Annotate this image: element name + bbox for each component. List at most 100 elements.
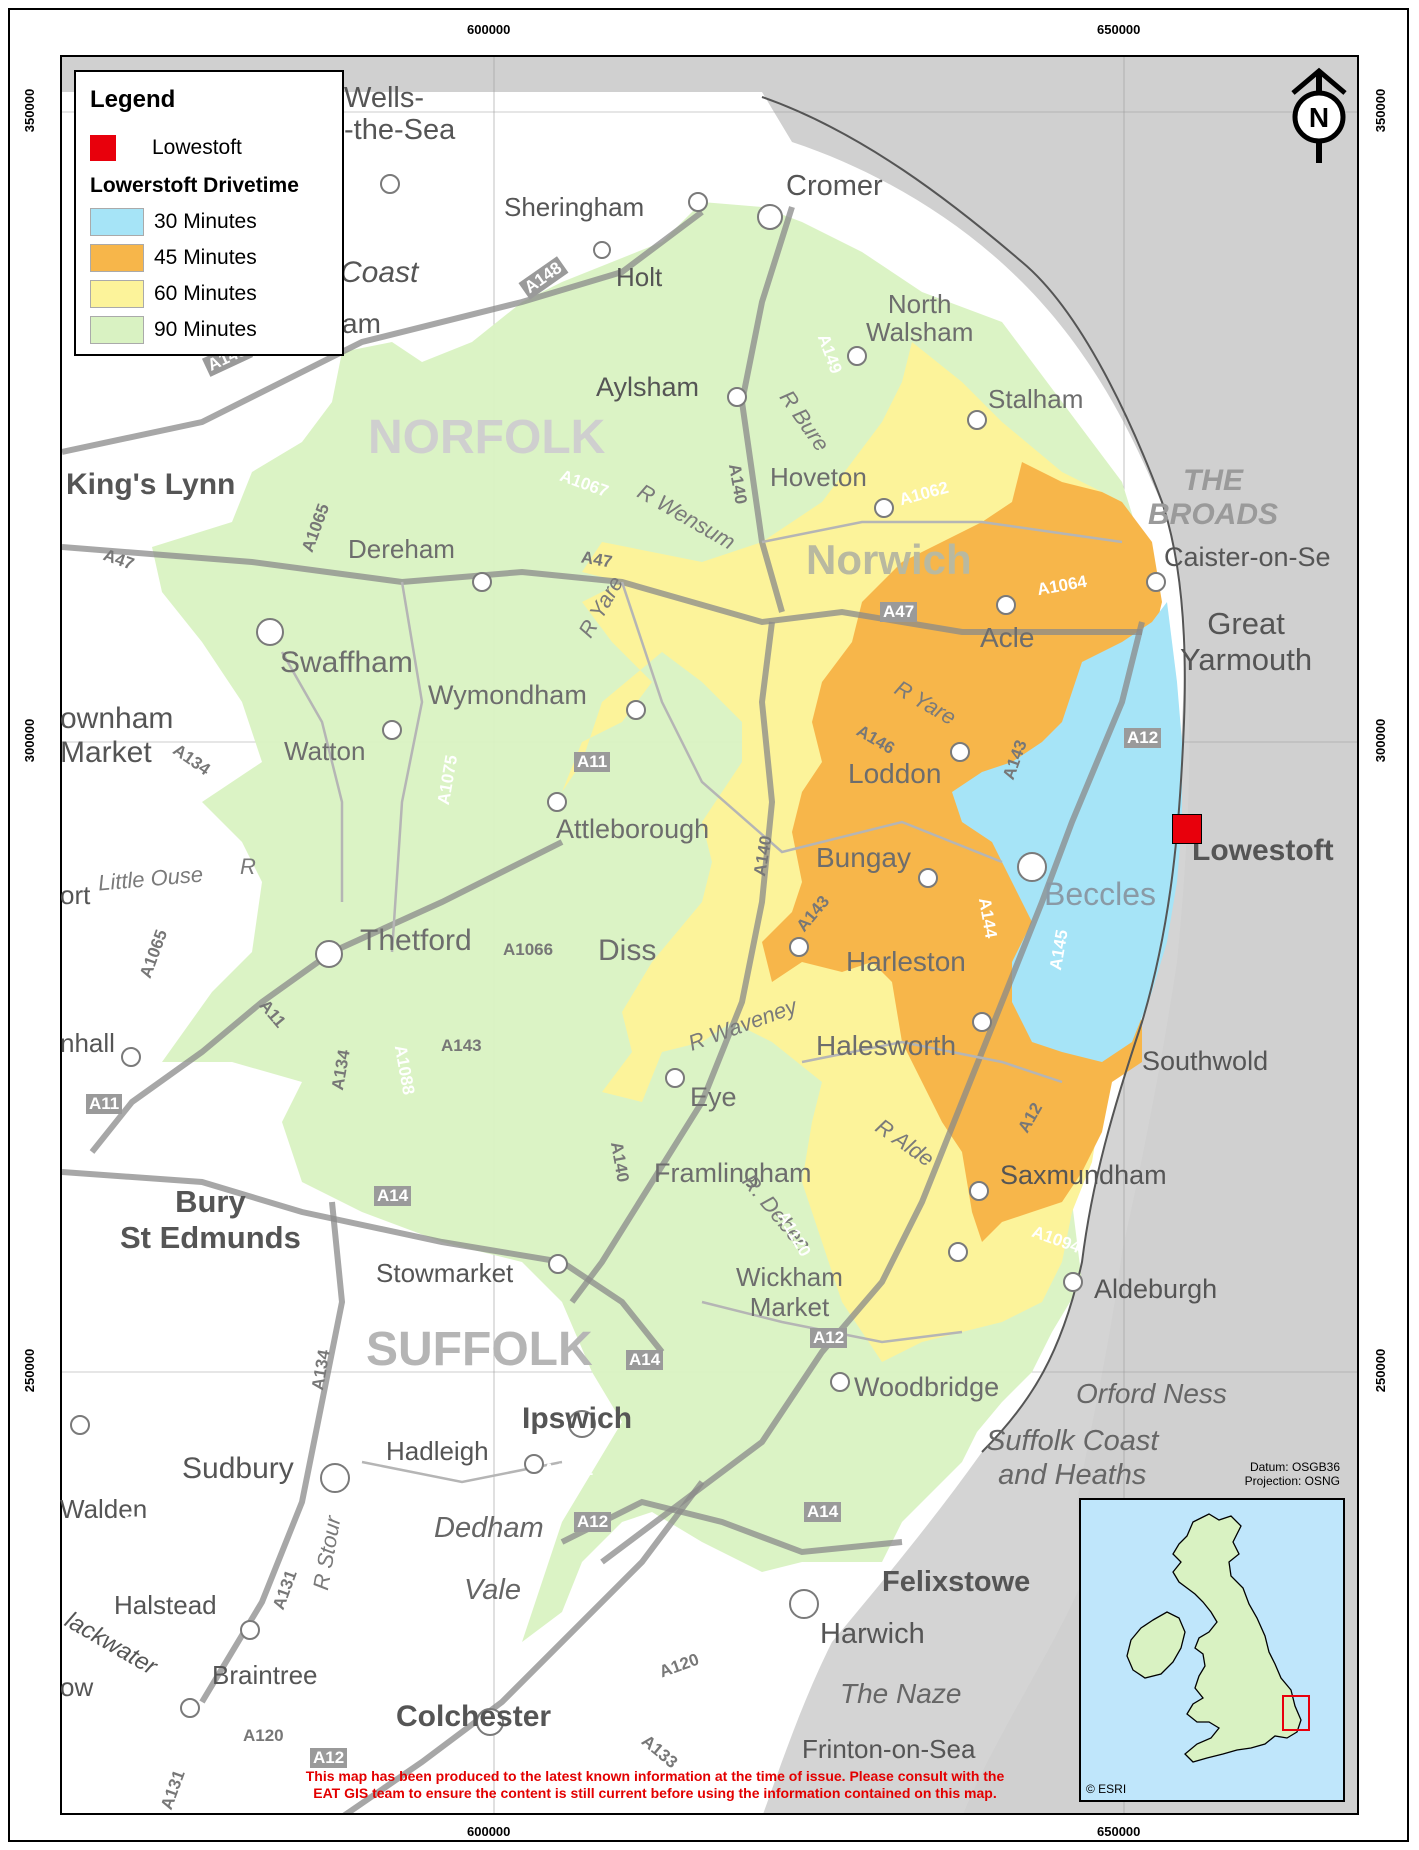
place-saxmundham: Saxmundham	[1000, 1160, 1167, 1190]
place-walden: Walden	[60, 1494, 148, 1524]
place-beccles: Beccles	[1044, 876, 1157, 912]
legend-swatch-30	[90, 208, 144, 236]
road-a47-east: A47	[880, 602, 918, 622]
place-dedham: Dedham	[434, 1512, 544, 1544]
place-dedham-vale: Vale	[464, 1574, 521, 1606]
place-attleborough: Attleborough	[556, 814, 710, 844]
legend-item-90: 90 Minutes	[90, 316, 257, 344]
road-a11-north: A11	[574, 752, 611, 772]
legend-swatch-90	[90, 316, 144, 344]
place-acle: Acle	[980, 622, 1035, 653]
place-caister: Caister-on-Se	[1164, 542, 1331, 572]
place-wickham-market: Wickham Market	[736, 1262, 843, 1322]
grid-y-left-300000: 300000	[22, 718, 38, 763]
legend-item-60: 60 Minutes	[90, 280, 257, 308]
projection-line: Projection: OSNG	[1244, 1474, 1340, 1488]
grid-y-right-300000: 300000	[1373, 718, 1389, 763]
place-dereham: Dereham	[348, 534, 455, 564]
place-suffolk: SUFFOLK	[366, 1323, 593, 1376]
north-arrow-icon: N	[1291, 67, 1347, 163]
place-diss: Diss	[598, 934, 657, 967]
place-stalham: Stalham	[988, 384, 1084, 414]
north-arrow-letter: N	[1309, 102, 1329, 133]
legend-title: Legend	[90, 86, 176, 113]
place-kings-lynn: King's Lynn	[66, 468, 236, 501]
place-suffolk-coast: Suffolk Coast and Heaths	[986, 1425, 1159, 1491]
study-area-box	[1282, 1695, 1310, 1731]
legend-marker-swatch	[90, 135, 116, 161]
place-sudbury: Sudbury	[182, 1452, 294, 1485]
uk-inset-svg	[1126, 1513, 1310, 1763]
road-a143-west: A143	[441, 1036, 482, 1055]
disclaimer-line-2: EAT GIS team to ensure the content is st…	[313, 1785, 997, 1801]
legend-marker-label: Lowestoft	[152, 136, 242, 159]
place-aldeburgh: Aldeburgh	[1094, 1274, 1218, 1304]
disclaimer-text: This map has been produced to the latest…	[240, 1768, 1070, 1802]
place-swaffham: Swaffham	[280, 646, 413, 679]
place-stowmarket: Stowmarket	[376, 1258, 514, 1288]
inset-map	[1079, 1498, 1345, 1802]
place-wells: Wells- -the-Sea	[344, 82, 456, 146]
map-svg	[62, 57, 1357, 1813]
place-am: am	[342, 308, 381, 339]
legend-swatch-60	[90, 280, 144, 308]
place-norfolk: NORFOLK	[368, 411, 606, 464]
place-the-broads: THE BROADS	[1148, 464, 1279, 531]
road-a14-mid: A14	[626, 1350, 664, 1370]
place-woodbridge: Woodbridge	[854, 1372, 1000, 1402]
legend-label-90: 90 Minutes	[154, 318, 257, 341]
place-holt: Holt	[616, 262, 663, 292]
lowestoft-marker[interactable]	[1172, 814, 1202, 844]
road-a1071: A1071	[543, 1460, 594, 1479]
grid-y-right-350000: 350000	[1373, 88, 1389, 133]
road-a12-ipswich: A12	[574, 1512, 612, 1532]
place-watton: Watton	[284, 736, 366, 766]
road-a14-west: A14	[374, 1186, 412, 1206]
road-a11-west: A11	[86, 1094, 123, 1114]
legend-swatch-45	[90, 244, 144, 272]
disclaimer-line-1: This map has been produced to the latest…	[305, 1768, 1005, 1784]
legend-label-60: 60 Minutes	[154, 282, 257, 305]
place-coast: Coast	[340, 256, 419, 289]
road-network	[62, 206, 1145, 1813]
place-felixstowe: Felixstowe	[882, 1566, 1031, 1598]
place-bury: Bury St Edmunds	[120, 1184, 301, 1255]
place-halstead: Halstead	[114, 1590, 217, 1620]
place-port: ort	[60, 880, 91, 910]
legend-label-30: 30 Minutes	[154, 210, 257, 233]
place-north-walsham: North Walsham	[866, 289, 974, 347]
road-a12-south: A12	[810, 1328, 848, 1348]
grid-x-top-600000: 600000	[467, 22, 511, 37]
road-a12-north: A12	[1124, 728, 1162, 748]
place-harleston: Harleston	[846, 946, 966, 977]
legend-marker-row: Lowestoft	[90, 134, 242, 162]
road-a120-west: A120	[243, 1726, 284, 1745]
place-lowestoft: Lowestoft	[1192, 834, 1334, 867]
river-little-ouse-r: R	[240, 854, 256, 879]
road-a14-east: A14	[804, 1502, 842, 1522]
grid-y-right-250000: 250000	[1373, 1348, 1389, 1393]
legend-item-45: 45 Minutes	[90, 244, 257, 272]
road-a1124: A1124	[273, 1640, 323, 1659]
place-thetford: Thetford	[360, 924, 472, 957]
place-eye: Eye	[690, 1082, 737, 1112]
datum-info: Datum: OSGB36 Projection: OSNG	[1180, 1460, 1340, 1488]
place-great-yarmouth: Great Yarmouth	[1180, 606, 1313, 677]
legend-panel: Legend Lowestoft Lowerstoft Drivetime 30…	[74, 70, 344, 356]
place-aylsham: Aylsham	[596, 372, 700, 402]
place-norwich: Norwich	[806, 536, 972, 583]
datum-line: Datum: OSGB36	[1249, 1460, 1340, 1474]
legend-label-45: 45 Minutes	[154, 246, 257, 269]
road-a12-colchester: A12	[310, 1748, 348, 1768]
place-loddon: Loddon	[848, 758, 942, 789]
grid-x-bottom-650000: 650000	[1097, 1824, 1141, 1839]
ireland-shape	[1126, 1611, 1186, 1679]
map-frame	[8, 8, 1409, 1842]
place-sheringham: Sheringham	[504, 192, 645, 222]
place-frinton: Frinton-on-Sea	[802, 1734, 976, 1764]
place-hoveton: Hoveton	[770, 462, 867, 492]
place-braintree: Braintree	[212, 1660, 318, 1690]
legend-item-30: 30 Minutes	[90, 208, 257, 236]
road-a1066: A1066	[503, 940, 554, 959]
place-cromer: Cromer	[786, 170, 883, 202]
